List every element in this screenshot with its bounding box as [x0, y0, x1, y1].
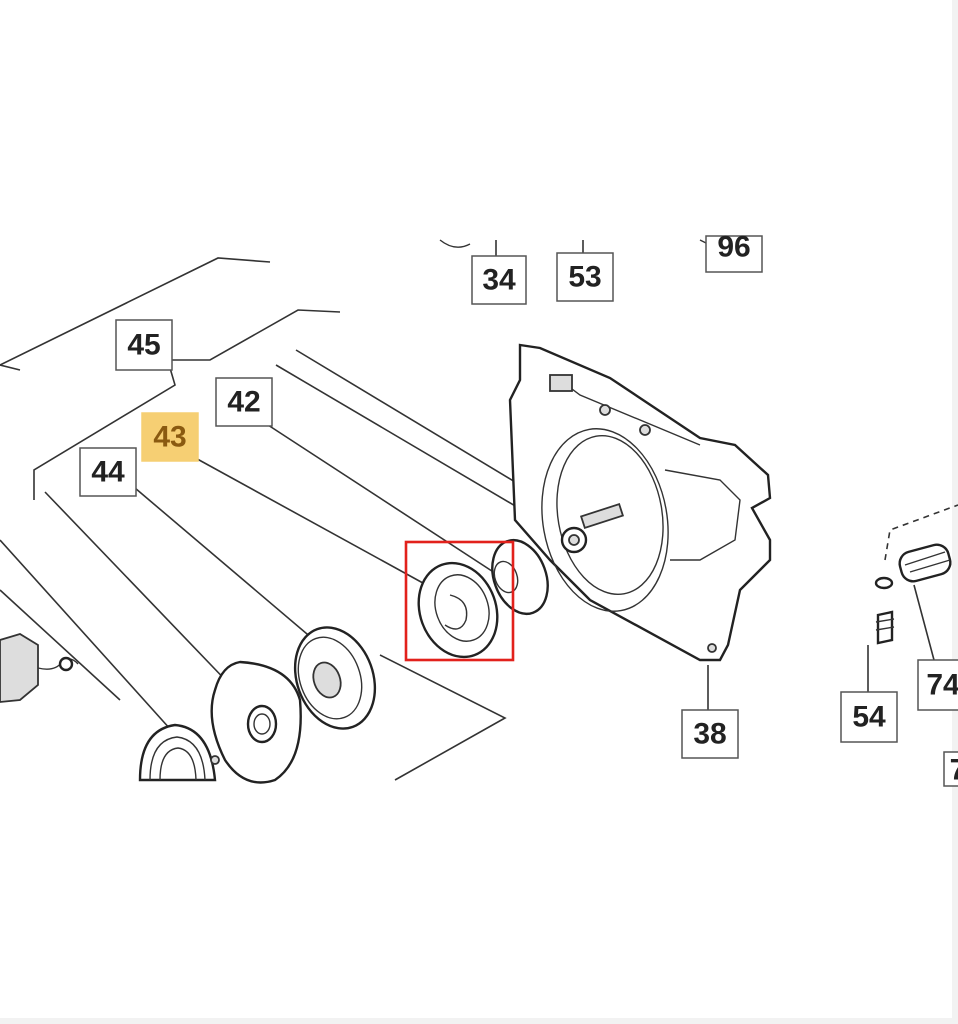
starter-housing — [508, 343, 772, 662]
callout-34[interactable]: 34 — [471, 255, 527, 305]
bracket-lower — [379, 654, 507, 781]
callout-42[interactable]: 42 — [215, 377, 273, 427]
callout-34-label: 34 — [482, 264, 516, 297]
bracket-45-tick — [0, 364, 21, 371]
right-frame-edge — [952, 0, 958, 1024]
callout-43-label: 43 — [153, 421, 186, 454]
pawl-spring-part-43 — [417, 561, 499, 659]
callout-54[interactable]: 54 — [840, 691, 898, 743]
leader-44 — [134, 487, 321, 646]
callout-74[interactable]: 74 — [917, 659, 958, 711]
leader-43 — [189, 454, 433, 589]
bracket-45-right — [170, 309, 341, 361]
rope-pulley — [293, 626, 377, 730]
right-side-parts — [874, 543, 952, 645]
callout-96[interactable]: 96 — [705, 231, 763, 273]
callout-43[interactable]: 43 — [141, 412, 199, 462]
callout-96-label: 96 — [717, 231, 750, 264]
starter-handle — [0, 633, 79, 703]
callout-38-label: 38 — [693, 718, 726, 751]
callout-7-label: 7 — [950, 754, 958, 787]
leader-to-handle — [0, 589, 121, 701]
top-partial-parts — [439, 239, 713, 248]
callout-53[interactable]: 53 — [556, 252, 614, 302]
leader-to-plate — [44, 491, 236, 691]
spring-cover-plate — [210, 660, 302, 784]
bracket-45-upper — [0, 257, 271, 366]
callout-45-label: 45 — [127, 329, 160, 362]
callout-53-label: 53 — [568, 261, 601, 294]
callout-7[interactable]: 7 — [943, 751, 958, 787]
callout-74-label: 74 — [926, 669, 958, 702]
callout-45[interactable]: 45 — [115, 319, 173, 371]
callout-44[interactable]: 44 — [79, 447, 137, 497]
callout-54-label: 54 — [852, 701, 886, 734]
leader-spring-dashed — [884, 504, 958, 561]
leader-to-spring — [0, 539, 181, 741]
callout-44-label: 44 — [91, 456, 125, 489]
leader-74 — [913, 584, 935, 661]
bottom-frame-edge — [0, 1018, 958, 1024]
callout-38[interactable]: 38 — [681, 709, 739, 759]
recoil-spring — [138, 723, 220, 782]
leader-42 — [267, 424, 499, 576]
bracket-45-left — [33, 367, 176, 500]
selection-box — [404, 540, 515, 662]
callout-42-label: 42 — [227, 386, 260, 419]
